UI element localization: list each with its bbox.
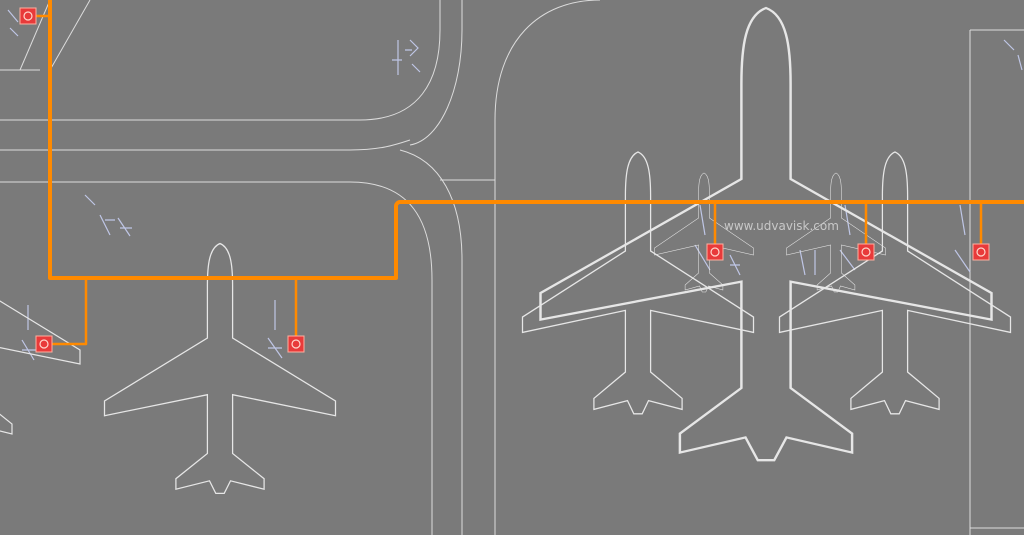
route-spur-1 [50, 276, 88, 346]
stand-marker-6[interactable] [972, 243, 990, 261]
stand-marker-4[interactable] [706, 243, 724, 261]
stand-markers [19, 7, 990, 353]
guidance-route [34, 0, 1024, 346]
watermark-text: www.udvavisk.com [724, 219, 839, 233]
stand-marker-5[interactable] [857, 243, 875, 261]
stand-marker-2[interactable] [35, 335, 53, 353]
route-main [48, 0, 1024, 280]
stand-markings [7, 9, 1023, 361]
stand-marker-1[interactable] [19, 7, 37, 25]
stand-marker-3[interactable] [287, 335, 305, 353]
